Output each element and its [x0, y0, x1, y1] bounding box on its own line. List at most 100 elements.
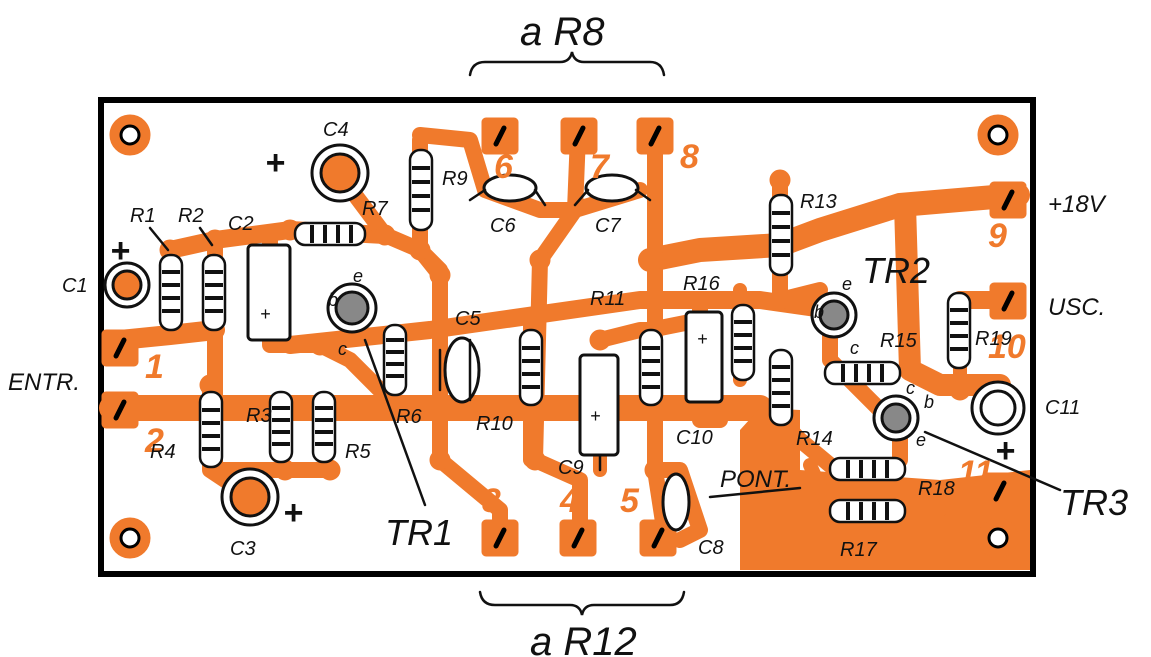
component-labels: R1 R2 R3 R4 R5 R6 R7 R9 R10 R11 R13 R14 … [62, 119, 1080, 561]
capacitor-c8-body [661, 472, 691, 532]
supply-label: +18V [1048, 191, 1107, 218]
resistor-r4-body [198, 390, 224, 469]
c3-plus: + [283, 494, 303, 532]
label-r16: R16 [683, 273, 721, 295]
bottom-bracket-label: a R12 [530, 620, 637, 657]
mount-holes [119, 124, 1009, 549]
c9-plus: + [590, 406, 601, 426]
label-r5: R5 [345, 441, 371, 463]
c10-plus: + [697, 329, 708, 349]
transistors [326, 282, 920, 442]
resistor-r6-body [382, 323, 408, 397]
capacitor-c5-body [443, 336, 481, 404]
tr2-pin-c: c [850, 338, 859, 358]
capacitor-c2-body [246, 243, 292, 342]
label-c5: C5 [455, 308, 481, 330]
resistor-r16-body [730, 303, 756, 382]
resistors [158, 148, 972, 524]
resistor-r9-body [408, 148, 434, 232]
label-r14: R14 [796, 428, 833, 450]
pad-number-9: 9 [988, 217, 1007, 255]
output-label: USC. [1048, 294, 1105, 321]
pointer-lines [148, 226, 1062, 507]
resistor-r1-body [158, 253, 184, 332]
capacitors [103, 143, 1026, 532]
label-r13: R13 [800, 191, 837, 213]
label-r7: R7 [362, 198, 388, 220]
label-c9: C9 [558, 457, 584, 479]
label-r4: R4 [150, 441, 176, 463]
tr2-pin-b: b [814, 302, 824, 322]
pad-numbers: 1 2 3 4 5 6 7 8 9 10 11 [144, 138, 1026, 520]
label-c7: C7 [595, 215, 621, 237]
c1-plus: + [110, 232, 130, 270]
label-r9: R9 [442, 168, 468, 190]
label-tr1: TR1 [385, 512, 453, 553]
pad-number-7: 7 [590, 148, 611, 186]
label-r2: R2 [178, 205, 204, 227]
c4-plus: + [265, 144, 285, 182]
resistor-r13-body [768, 193, 794, 277]
tr3-pin-b: b [924, 392, 934, 412]
pad-number-1: 1 [145, 348, 164, 386]
label-c10: C10 [676, 427, 713, 449]
transistor-labels: TR1 TR2 TR3 [385, 250, 1128, 553]
label-r18: R18 [918, 478, 955, 500]
component-leads [438, 188, 802, 499]
top-bracket-label: a R8 [520, 10, 605, 54]
pad-number-11: 11 [958, 454, 993, 492]
label-r17: R17 [840, 539, 878, 561]
tr1-pin-b: b [328, 290, 338, 310]
label-r6: R6 [396, 406, 422, 428]
label-tr2: TR2 [862, 250, 930, 291]
label-r19: R19 [975, 328, 1012, 350]
resistor-r3-body [268, 390, 294, 464]
pad-number-2: 2 [144, 422, 164, 460]
c11-plus: + [995, 432, 1015, 470]
tr1-pin-c: c [338, 339, 347, 359]
label-c3: C3 [230, 538, 256, 560]
resistor-r7-body [293, 221, 367, 247]
label-tr3: TR3 [1060, 482, 1128, 523]
label-c2: C2 [228, 213, 254, 235]
pad-number-5: 5 [620, 482, 640, 520]
tr2-pin-e: e [842, 274, 852, 294]
pin-labels: e b c e b c c b e [328, 266, 934, 450]
label-r1: R1 [130, 205, 156, 227]
electrolytic-plus-marks: + + + [260, 304, 708, 426]
resistor-r15-body [823, 360, 902, 386]
pad-number-8: 8 [680, 138, 699, 176]
capacitor-c6-body [482, 173, 538, 203]
pad-slots [113, 125, 1015, 549]
pad-number-4: 4 [559, 482, 579, 520]
resistor-r14-body [768, 348, 794, 427]
input-label: ENTR. [8, 369, 80, 396]
label-c11: C11 [1045, 397, 1080, 419]
tr3-pin-e: e [916, 430, 926, 450]
capacitor-c7-body [584, 173, 640, 203]
label-r15: R15 [880, 330, 918, 352]
resistor-r10-body [518, 328, 544, 407]
bridge-label: PONT. [720, 466, 791, 493]
label-c6: C6 [490, 215, 516, 237]
tr3-pin-c: c [906, 378, 915, 398]
label-r10: R10 [476, 413, 513, 435]
label-r3: R3 [246, 405, 272, 427]
bottom-bracket: a R12 [478, 590, 686, 657]
c2-plus: + [260, 304, 271, 324]
resistor-r18-body [828, 456, 907, 482]
terminal-labels: +18V USC. ENTR. PONT. [8, 191, 1107, 493]
pad-number-10: 10 [988, 328, 1026, 366]
polarity-marks: + + + + [110, 144, 1015, 532]
pad-number-3: 3 [482, 482, 501, 520]
resistor-r17-body [828, 498, 907, 524]
capacitor-c10-body [684, 310, 724, 404]
label-c8: C8 [698, 537, 724, 559]
resistor-r2-body [201, 253, 227, 332]
resistor-r11-body [638, 328, 664, 407]
resistor-r19-body [946, 291, 972, 370]
label-c4: C4 [323, 119, 349, 141]
label-r11: R11 [590, 288, 625, 310]
top-bracket: a R8 [468, 10, 666, 77]
